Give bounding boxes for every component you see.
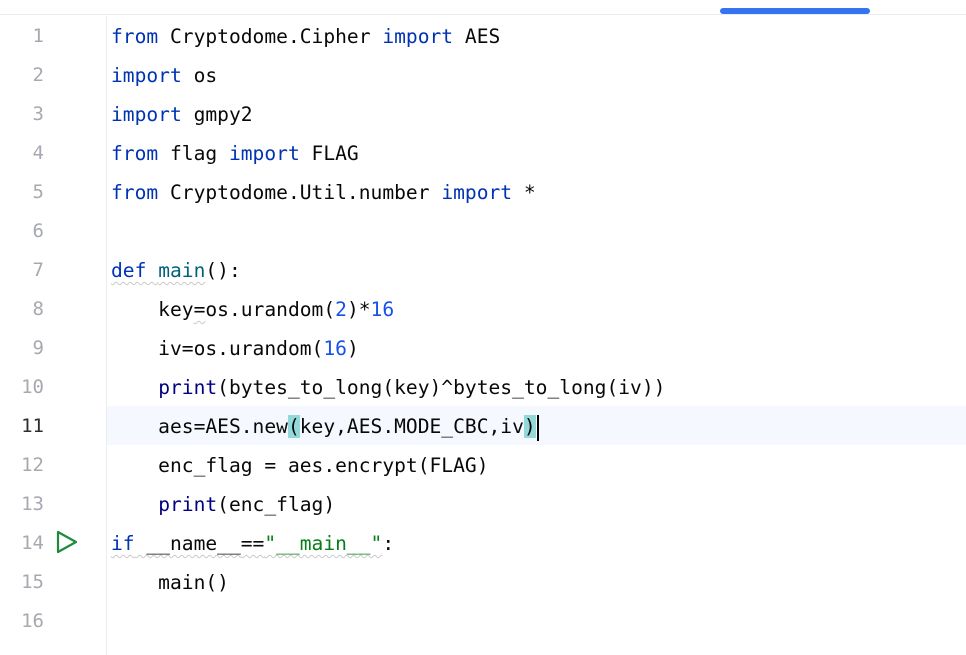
code-text (146, 259, 158, 282)
code-line-2[interactable]: import os (111, 56, 217, 95)
code-text: FLAG (299, 142, 359, 165)
code-text: * (512, 181, 536, 204)
line-number: 4 (32, 142, 44, 164)
code-text: : (382, 532, 395, 555)
code-text: (bytes_to_long(key)^bytes_to_long(iv)) (217, 376, 666, 399)
keyword: if (111, 532, 135, 555)
keyword: import (441, 181, 513, 204)
code-line-8[interactable]: key=os.urandom(2)*16 (111, 290, 394, 329)
function-name: main (158, 259, 206, 282)
builtin-function: print (158, 376, 218, 399)
code-line-14[interactable]: if __name__=="__main__": (111, 524, 394, 563)
keyword: import (228, 142, 300, 165)
line-number: 7 (32, 259, 44, 281)
code-text (111, 493, 158, 516)
code-text: (): (205, 259, 241, 282)
line-number: 5 (32, 181, 44, 203)
keyword: import (111, 64, 182, 87)
line-number-gutter[interactable] (0, 16, 106, 655)
line-number: 12 (21, 454, 44, 476)
line-number: 1 (32, 25, 44, 47)
code-line-10[interactable]: print(bytes_to_long(key)^bytes_to_long(i… (111, 368, 665, 407)
text-caret (536, 414, 539, 441)
line-number: 16 (21, 610, 44, 632)
code-text: key,AES.MODE_CBC,iv (299, 415, 524, 438)
line-number-current: 11 (21, 415, 44, 437)
number: 2 (335, 298, 347, 321)
code-line-12[interactable]: enc_flag = aes.encrypt(FLAG) (111, 446, 489, 485)
run-triangle-icon[interactable] (54, 529, 80, 555)
operator: == (240, 532, 265, 555)
code-text: os.urandom( (205, 298, 336, 321)
keyword: from (111, 25, 159, 48)
line-number: 13 (21, 493, 44, 515)
code-text: (enc_flag) (217, 493, 336, 516)
line-number: 6 (32, 220, 44, 242)
code-text: iv=os.urandom( (111, 337, 324, 360)
keyword: def (111, 259, 147, 282)
code-text: Cryptodome.Util.number (158, 181, 442, 204)
code-line-11[interactable]: aes=AES.new(key,AES.MODE_CBC,iv) (111, 407, 539, 446)
code-text: flag (158, 142, 229, 165)
gutter-divider (106, 16, 107, 655)
scroll-indicator[interactable] (720, 8, 870, 14)
string-literal: "__main__" (264, 532, 383, 555)
line-number: 10 (21, 376, 44, 398)
code-line-1[interactable]: from Cryptodome.Cipher import AES (111, 17, 500, 56)
code-text: os (181, 64, 218, 87)
code-text: AES (453, 25, 501, 48)
line-number: 3 (32, 103, 44, 125)
code-line-3[interactable]: import gmpy2 (111, 95, 253, 134)
code-line-5[interactable]: from Cryptodome.Util.number import * (111, 173, 536, 212)
code-text: enc_flag = aes.encrypt(FLAG) (111, 454, 489, 477)
code-text (111, 376, 158, 399)
operator: = (193, 298, 206, 321)
code-text: main() (111, 571, 229, 594)
code-text: )* (346, 298, 371, 321)
code-text: aes=AES.new (111, 415, 288, 438)
code-line-9[interactable]: iv=os.urandom(16) (111, 329, 359, 368)
code-line-13[interactable]: print(enc_flag) (111, 485, 335, 524)
current-line-highlight (0, 406, 966, 445)
matched-brace: ( (287, 415, 300, 438)
line-number: 9 (32, 337, 44, 359)
keyword: import (111, 103, 182, 126)
code-text: gmpy2 (181, 103, 253, 126)
builtin-function: print (158, 493, 218, 516)
line-number: 14 (21, 532, 44, 554)
code-line-7[interactable]: def main(): (111, 251, 241, 290)
keyword: import (382, 25, 454, 48)
code-line-4[interactable]: from flag import FLAG (111, 134, 359, 173)
line-number: 8 (32, 298, 44, 320)
keyword: from (111, 181, 159, 204)
keyword: from (111, 142, 159, 165)
number: 16 (323, 337, 347, 360)
line-number: 2 (32, 64, 44, 86)
code-text: Cryptodome.Cipher (158, 25, 383, 48)
number: 16 (370, 298, 395, 321)
code-text: ) (346, 337, 359, 360)
code-text: key (111, 298, 194, 321)
code-line-15[interactable]: main() (111, 563, 229, 602)
matched-brace: ) (523, 415, 536, 438)
line-number: 15 (21, 571, 44, 593)
code-text: __name__ (134, 532, 241, 555)
